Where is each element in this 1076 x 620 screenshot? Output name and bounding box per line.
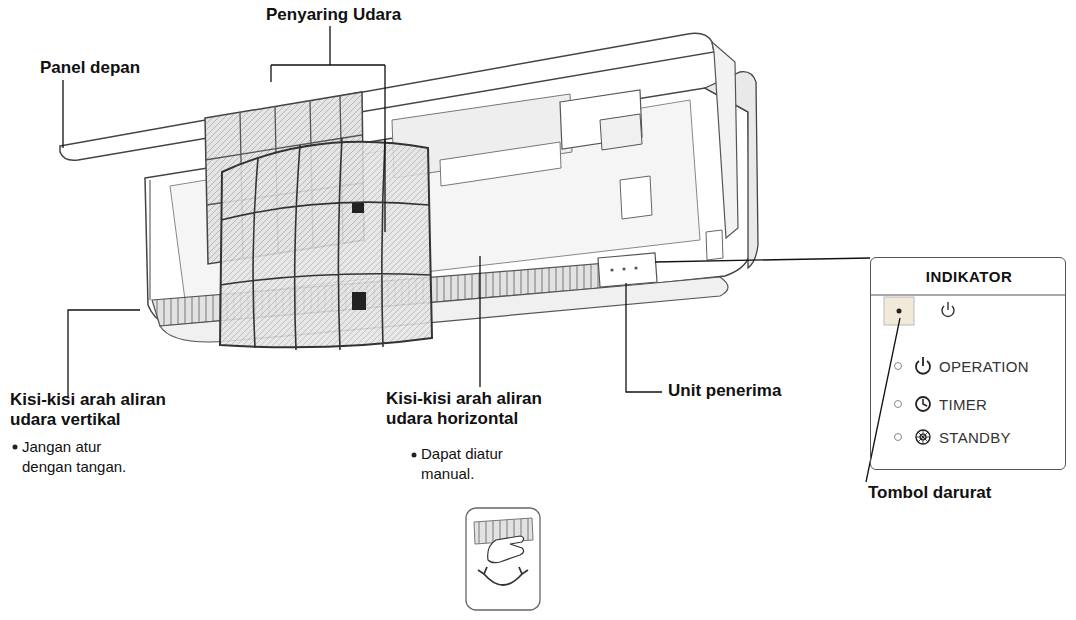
leader-lines-part bbox=[62, 80, 63, 148]
indicator-icons-part bbox=[895, 401, 902, 408]
front-panel-part bbox=[149, 180, 150, 300]
ac-housing-part bbox=[440, 142, 561, 186]
part-label: Tombol darurat bbox=[868, 483, 991, 503]
leader-lines-part bbox=[655, 258, 870, 262]
hand-icon-part bbox=[488, 536, 524, 563]
indicator-panel: INDIKATOR OPERATION TIMER STANDBY bbox=[870, 257, 1066, 470]
part-label: Kisi-kisi arah aliran udara vertikal bbox=[10, 390, 210, 430]
panel-heading: INDIKATOR bbox=[871, 268, 1067, 286]
indicator-icons bbox=[870, 295, 1066, 444]
ac-housing-part bbox=[600, 114, 642, 150]
indicator-icons-part bbox=[942, 302, 954, 316]
leader-lines-part bbox=[271, 26, 385, 232]
hand-icon-part bbox=[478, 567, 528, 574]
ac-housing-part bbox=[706, 230, 723, 260]
front-filter-part bbox=[220, 142, 432, 348]
front-filter bbox=[220, 138, 432, 350]
front-panel-part bbox=[60, 33, 714, 160]
hand-icon-part bbox=[484, 574, 522, 585]
bullet-dots-part bbox=[13, 445, 18, 450]
indicator-icons-part bbox=[916, 397, 930, 411]
display-window-part bbox=[634, 266, 637, 269]
indicator-icons-part bbox=[895, 363, 902, 370]
indicator-icons-part bbox=[923, 399, 927, 406]
front-filter-part bbox=[352, 203, 364, 213]
indicator-label: OPERATION bbox=[939, 358, 1029, 376]
leader-lines-part bbox=[68, 310, 140, 398]
indicator-icons-part bbox=[916, 430, 930, 444]
note-text: Dapat diatur manual. bbox=[421, 444, 526, 484]
part-label: Unit penerima bbox=[668, 381, 781, 401]
note-text: Jangan atur dengan tangan. bbox=[22, 437, 142, 477]
indicator-icons-part bbox=[897, 309, 902, 314]
part-label: Penyaring Udara bbox=[266, 5, 401, 25]
front-filter-part bbox=[220, 138, 431, 350]
front-panel-part bbox=[712, 42, 738, 238]
display-window bbox=[598, 253, 657, 287]
indicator-icons-part bbox=[916, 430, 930, 444]
indicator-icons-part bbox=[916, 357, 930, 374]
part-label: Panel depan bbox=[40, 58, 140, 78]
display-window-part bbox=[622, 267, 625, 270]
leader-lines-part bbox=[866, 318, 900, 482]
display-window-part bbox=[610, 268, 613, 271]
indicator-icons-part bbox=[895, 434, 902, 441]
front-filter-part bbox=[352, 292, 366, 310]
hand-icon bbox=[466, 508, 540, 610]
leader-lines-part bbox=[479, 256, 480, 387]
display-window-part bbox=[598, 253, 657, 287]
indicator-label: STANDBY bbox=[939, 429, 1011, 447]
hand-icon-part bbox=[466, 508, 540, 610]
ac-housing-part bbox=[620, 176, 652, 219]
indicator-label: TIMER bbox=[939, 396, 987, 414]
part-label: Kisi-kisi arah aliran udara horizontal bbox=[386, 389, 586, 429]
leader-lines bbox=[63, 26, 900, 482]
indicator-icons-part bbox=[870, 294, 1066, 295]
bullet-dots-part bbox=[412, 453, 417, 458]
ac-housing-part bbox=[560, 90, 642, 149]
leader-lines-part bbox=[626, 283, 662, 392]
